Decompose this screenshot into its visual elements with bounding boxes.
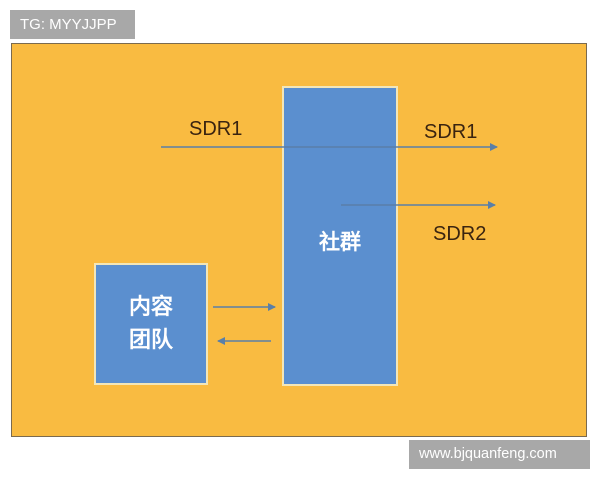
watermark-top: TG: MYYJJPP xyxy=(10,10,135,39)
content-team-label-line2: 团队 xyxy=(128,328,173,353)
watermark-bottom: www.bjquanfeng.com xyxy=(409,440,590,469)
sdr2-output-label: SDR2 xyxy=(433,223,487,245)
sdr1-output-label: SDR1 xyxy=(424,121,478,143)
community-label: 社群 xyxy=(319,230,361,254)
content-team-node: 内容 团队 xyxy=(94,263,208,385)
sdr1-input-label: SDR1 xyxy=(189,118,243,140)
community-node: 社群 xyxy=(282,86,398,386)
content-team-label-line1: 内容 xyxy=(128,295,173,320)
